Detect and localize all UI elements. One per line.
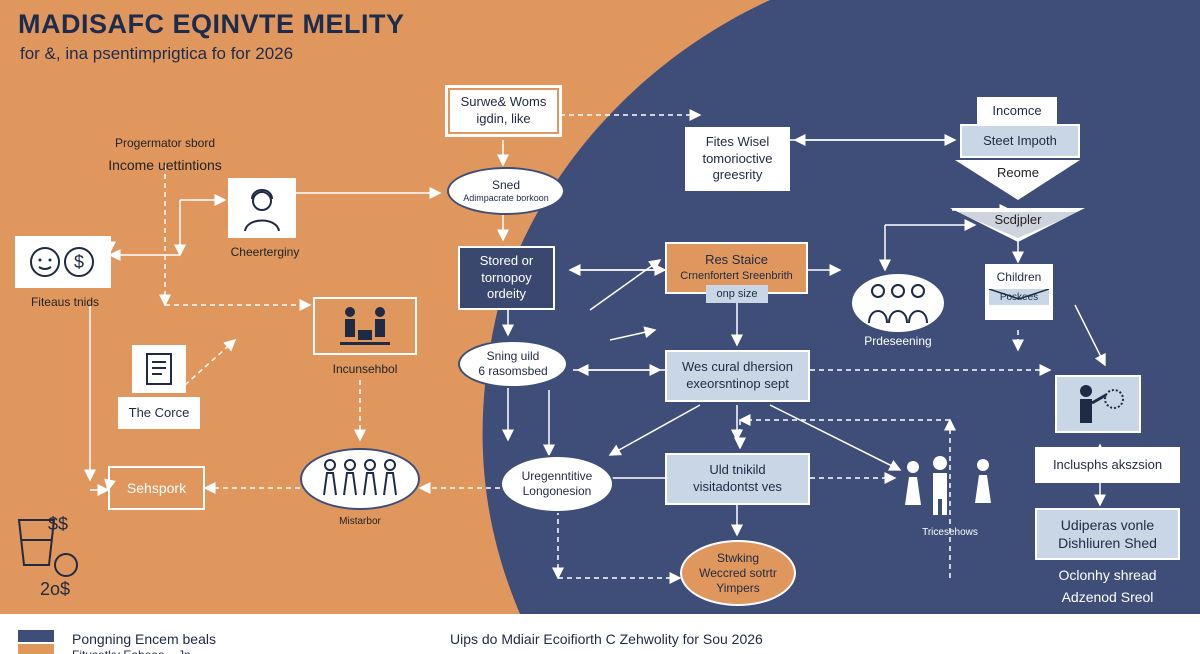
- fites-line-1: Fites Wisel: [705, 133, 770, 149]
- fiteaus-label: Fiteaus tnids: [30, 295, 100, 309]
- stwking-oval: Stwking Weccred sotrtr Yimpers: [680, 540, 796, 606]
- wescural-line-1: Wes cural dhersion: [681, 359, 794, 375]
- insunsheol-icon-box: [313, 297, 417, 355]
- money-stack-icon: [17, 519, 78, 577]
- scdjpler-label: Scdjpler: [994, 212, 1042, 227]
- poskees-label: Poskees: [999, 291, 1039, 303]
- progmentor-line-1: Progermator sbord: [114, 136, 216, 150]
- svg-text:$: $: [74, 252, 84, 272]
- face-dollar-icon: $: [30, 247, 94, 277]
- document-icon: [146, 353, 172, 385]
- uldtnild-box: Uld tnikild visitadontst ves: [665, 453, 810, 505]
- fiteaus-icon-box: $: [15, 236, 111, 288]
- progmentor-line-2: Income uettintions: [108, 157, 222, 173]
- infographic-canvas: MADISAFC EQINVTE MELITY for &, ina psent…: [0, 0, 1200, 614]
- teacher-icon-box: [1055, 375, 1141, 433]
- onpsize-label: onp size: [716, 287, 758, 300]
- steet-label: Steet Impoth: [983, 132, 1057, 148]
- footer-swatch-orange: [18, 644, 54, 654]
- income-label: Incomce: [992, 102, 1042, 118]
- person-portrait-icon: [244, 189, 280, 232]
- fites-box: Fites Wisel tomorioctive greesrity: [685, 127, 790, 191]
- family-table-icon: [340, 307, 390, 345]
- oclonhy-line-2: Adzenod Sreol: [1061, 588, 1154, 605]
- stored-box: Stored or tornopoy ordeity: [458, 246, 555, 310]
- stwking-line-3: Yimpers: [716, 580, 760, 595]
- stored-line-2: tornopoy: [481, 269, 532, 285]
- insunsheol-label: Incunsehbol: [332, 362, 398, 376]
- prdesening-oval: [850, 272, 946, 334]
- funnel-top: [955, 160, 1080, 200]
- stored-line-3: ordeity: [486, 286, 527, 302]
- survey-line-2: igdin, like: [476, 111, 531, 126]
- family-group-icon: [868, 284, 928, 324]
- steet-box: Steet Impoth: [960, 124, 1080, 158]
- children-banner-icon: [989, 288, 1049, 305]
- money-sign-2-text: 2o$: [40, 579, 71, 599]
- seshspork-box: Sehspork: [108, 466, 205, 510]
- uldtnild-line-1: Uld tnikild: [709, 462, 766, 478]
- mitarbor-label: Mistarbor: [339, 516, 381, 527]
- oclonhy-label: Oclonhy shread Adzenod Sreol: [1030, 567, 1185, 606]
- snead-line-2: Adimpacrate borkoon: [463, 192, 549, 203]
- sning-line-2: 6 rasomsbed: [478, 364, 548, 378]
- income-box: Incomce: [977, 97, 1057, 125]
- triceshows-label: Tricesehows: [922, 527, 978, 538]
- snead-oval: Sned Adimpacrate borkoon: [447, 167, 565, 215]
- footer-left-line-1: Pongning Encem beals: [72, 631, 216, 647]
- snead-line-1: Sned: [491, 177, 521, 192]
- wescural-line-2: exeorsntinop sept: [686, 376, 789, 391]
- urgen-line-2: Longonesion: [522, 484, 592, 498]
- children-box: Children Poskees: [985, 264, 1053, 320]
- page-subtitle: for &, ina psentimprigtica fo for 2026: [20, 44, 294, 63]
- urgen-line-1: Uregenntitive: [521, 469, 593, 483]
- fites-line-3: greesrity: [712, 167, 763, 183]
- resstaice-line-2: Crnenfortert Sreenbrith: [680, 270, 793, 283]
- footer: Pongning Encem beals Fitusetky Eaheea...…: [0, 614, 1200, 654]
- inclusphs-box: Inclusphs akszsion: [1035, 447, 1180, 483]
- group-people-icon: [323, 459, 397, 496]
- wescural-box: Wes cural dhersion exeorsntinop sept: [665, 350, 810, 402]
- core-label: The Corce: [128, 404, 190, 420]
- core-icon-box: [132, 345, 186, 393]
- reome-label: Reome: [997, 165, 1039, 180]
- footer-center-text: Uips do Mdiair Ecoifiorth C Zehwolity fo…: [450, 631, 763, 647]
- funnel-mid: [950, 208, 1085, 242]
- stwking-line-1: Stwking: [716, 550, 760, 565]
- money-sign-text: $$: [48, 514, 69, 534]
- footer-left-line-2: Fitusetky Eaheea... Jn: [72, 648, 191, 654]
- parents-children-icon: [905, 456, 991, 515]
- prdesening-label: Prdeseening: [864, 334, 932, 348]
- teacher-presenting-icon: [1080, 385, 1124, 423]
- stored-line-1: Stored or: [479, 252, 534, 268]
- oclonhy-line-1: Oclonhy shread: [1058, 567, 1157, 583]
- page-title: MADISAFC EQINVTE MELITY: [18, 9, 405, 39]
- stwking-line-2: Weccred sotrtr: [699, 565, 777, 580]
- survey-line-1: Surwe& Woms: [460, 94, 547, 110]
- resstaice-line-1: Res Staice: [705, 252, 768, 268]
- cheerg-icon-box: [228, 178, 296, 238]
- mitarbor-oval: [300, 448, 420, 510]
- udiperas-line-1: Udiperas vonle: [1060, 516, 1155, 533]
- udiperas-box: Udiperas vonle Dishliuren Shed: [1035, 508, 1180, 560]
- udiperas-line-2: Dishliuren Shed: [1058, 535, 1157, 551]
- footer-swatch-navy: [18, 630, 54, 642]
- inclusphs-label: Inclusphs akszsion: [1052, 456, 1163, 472]
- urgen-oval: Uregenntitive Longonesion: [500, 455, 614, 513]
- seshspork-label: Sehspork: [126, 479, 187, 496]
- sning-oval: Sning uild 6 rasomsbed: [458, 340, 568, 388]
- uldtnild-line-2: visitadontst ves: [693, 479, 782, 494]
- survey-box: Surwe& Woms igdin, like: [445, 85, 562, 137]
- onpsize-tag: onp size: [706, 285, 768, 303]
- sning-line-1: Sning uild: [486, 349, 540, 363]
- fites-line-2: tomorioctive: [702, 150, 773, 166]
- children-label: Children: [996, 270, 1042, 284]
- cheerg-label: Cheerterginy: [230, 245, 300, 259]
- core-label-box: The Corce: [118, 397, 200, 429]
- progmentor-label: Progermator sbord Income uettintions: [80, 136, 250, 175]
